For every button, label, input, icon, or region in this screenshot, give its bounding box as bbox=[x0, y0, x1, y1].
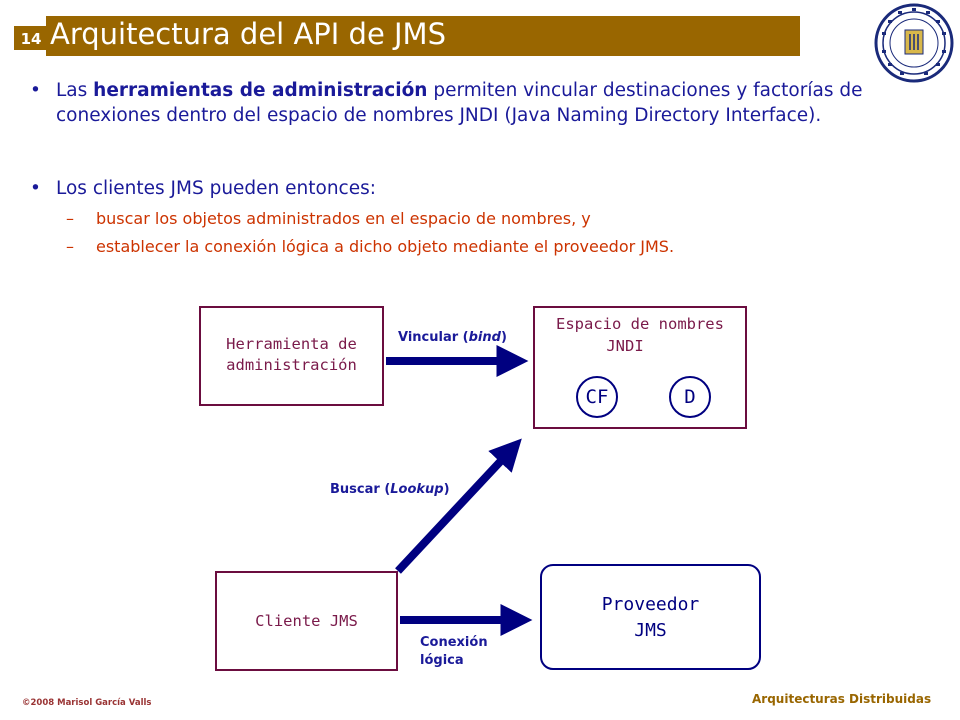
sub-bullet-connect: – establecer la conexión lógica a dicho o… bbox=[30, 233, 930, 261]
d-circle bbox=[669, 376, 711, 418]
jndi-label: Espacio de nombres JNDI bbox=[534, 313, 746, 357]
d-label: D bbox=[684, 386, 696, 408]
jms-client-box bbox=[215, 571, 398, 671]
jms-provider-box bbox=[540, 564, 761, 670]
footer-course: Arquitecturas Distribuidas bbox=[752, 692, 932, 706]
jms-provider-line1: Proveedor bbox=[601, 594, 700, 615]
university-seal-icon bbox=[874, 3, 954, 83]
bullet-list: • Las herramientas de administración perm… bbox=[30, 78, 930, 261]
bullet-text: Los clientes JMS pueden entonces: bbox=[56, 178, 376, 199]
bullet-dot: • bbox=[30, 80, 41, 101]
admin-tool-label: Herramienta de administración bbox=[200, 334, 383, 376]
connection-line1: Conexión bbox=[420, 635, 488, 650]
cf-label: CF bbox=[585, 386, 609, 408]
bind-label: Vincular (bind) bbox=[398, 330, 507, 345]
bullet-text-post: permiten vincular destinaciones y factor… bbox=[56, 80, 863, 126]
jndi-line1: Espacio de nombres bbox=[556, 315, 724, 333]
lookup-arrow bbox=[395, 438, 522, 574]
bullet-admin-tools: • Las herramientas de administración perm… bbox=[30, 78, 930, 128]
bullet-jms-clients: • Los clientes JMS pueden entonces: bbox=[30, 176, 930, 201]
lookup-label: Buscar (Lookup) bbox=[330, 482, 450, 497]
cf-circle bbox=[576, 376, 618, 418]
bullet-text-pre: Las bbox=[56, 80, 94, 101]
jndi-namespace-box bbox=[533, 306, 747, 429]
jndi-line2: JNDI bbox=[606, 337, 644, 355]
jms-provider-line2: JMS bbox=[634, 620, 667, 641]
admin-tool-box bbox=[199, 306, 384, 406]
title-bar bbox=[46, 16, 800, 56]
slide-title: Arquitectura del API de JMS bbox=[50, 17, 446, 51]
sub-bullet-dash: – bbox=[66, 237, 74, 256]
admin-tool-line2: administración bbox=[226, 356, 357, 374]
sub-bullet-text: establecer la conexión lógica a dicho ob… bbox=[96, 237, 675, 256]
bullet-dot: • bbox=[30, 178, 41, 199]
sub-bullet-lookup: – buscar los objetos administrados en el … bbox=[30, 205, 930, 233]
admin-tool-line1: Herramienta de bbox=[226, 335, 357, 353]
jms-client-label: Cliente JMS bbox=[255, 612, 358, 630]
sub-bullet-text: buscar los objetos administrados en el e… bbox=[96, 209, 591, 228]
connection-line2: lógica bbox=[420, 653, 464, 668]
footer-copyright: ©2008 Marisol García Valls bbox=[22, 698, 152, 708]
jms-provider-label: Proveedor JMS bbox=[541, 592, 760, 644]
bullet-text-bold: herramientas de administración bbox=[93, 80, 428, 101]
sub-bullet-dash: – bbox=[66, 209, 74, 228]
connection-label: Conexión lógica bbox=[420, 634, 488, 670]
slide-number: 14 bbox=[14, 26, 48, 50]
